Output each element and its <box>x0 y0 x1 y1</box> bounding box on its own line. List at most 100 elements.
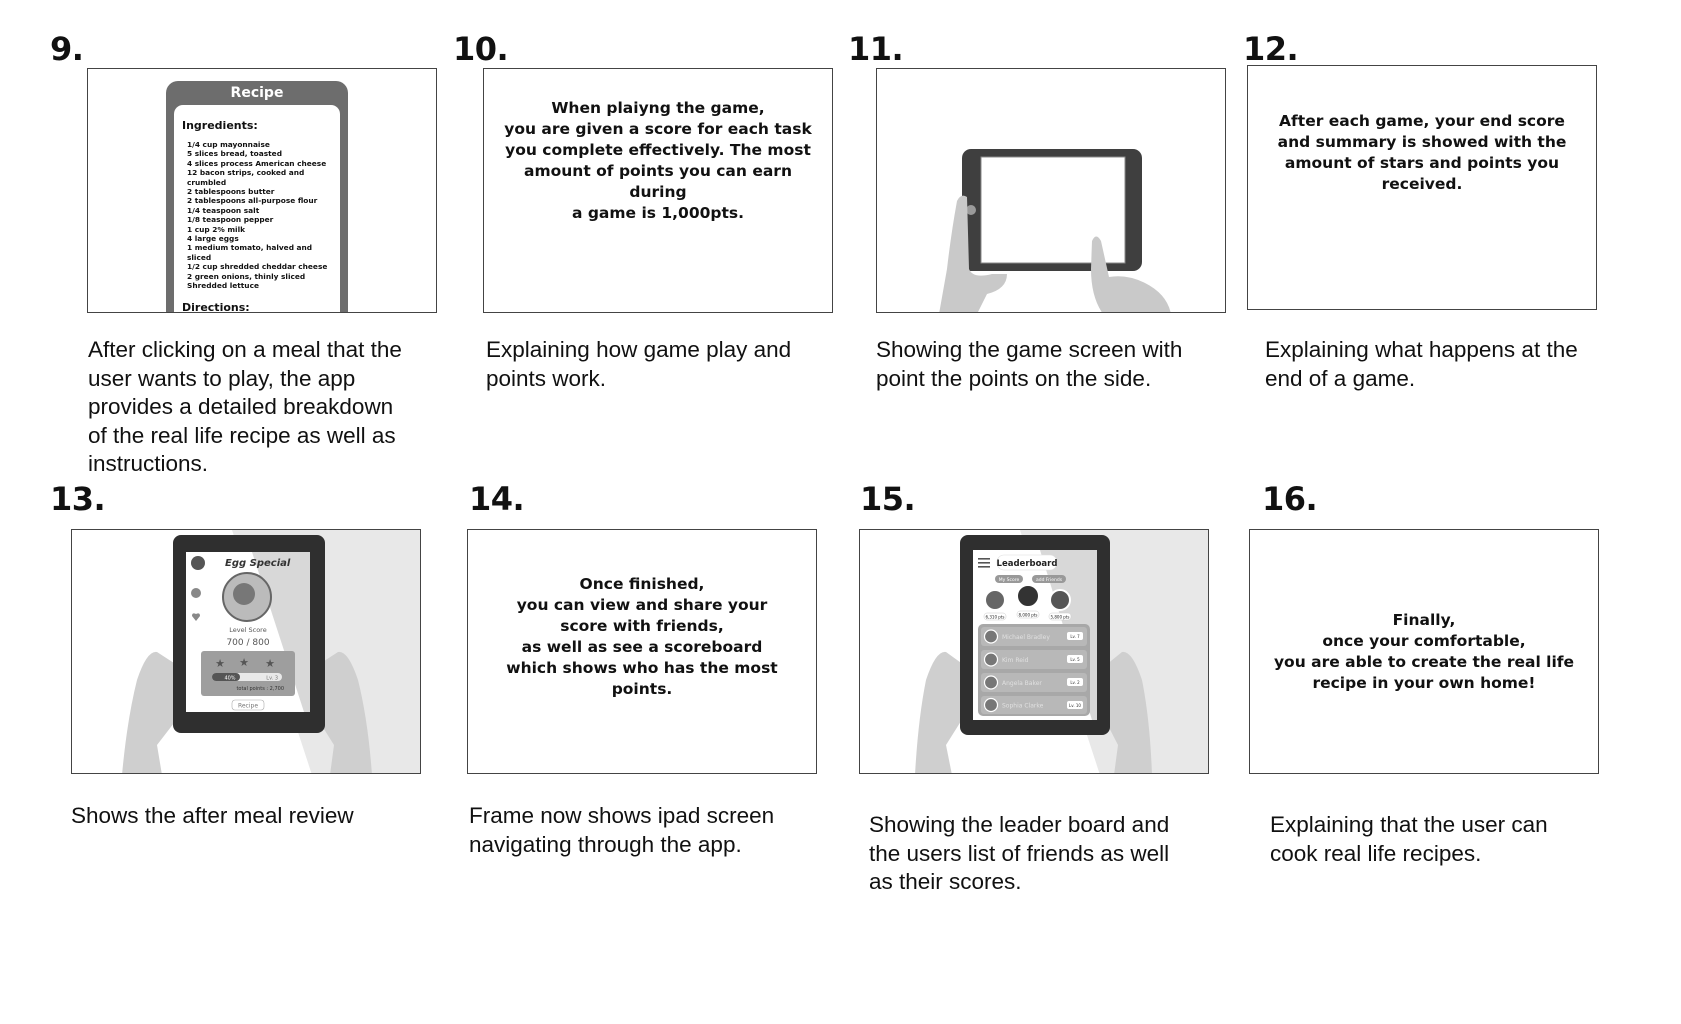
frame-text: When plaiyng the game, you are given a s… <box>504 98 812 222</box>
star-icon: ★ <box>215 657 225 670</box>
ingredient-item: 1/8 teaspoon pepper <box>187 215 274 225</box>
avatar <box>1016 584 1040 608</box>
ingredient-item: 2 green onions, thinly sliced <box>187 271 306 281</box>
total-points: total points : 2,700 <box>236 686 284 692</box>
storyboard-frame-tablet <box>876 68 1226 313</box>
panel-caption: Explaining what happens at the end of a … <box>1265 337 1578 391</box>
storyboard-frame-text: When plaiyng the game, you are given a s… <box>483 68 833 313</box>
menu-icon <box>978 558 990 560</box>
star-icon: ★ <box>265 657 275 670</box>
ingredient-item: 4 large eggs <box>187 234 239 244</box>
ingredient-item: 1/4 cup mayonnaise <box>187 140 270 149</box>
progress-fill <box>212 673 240 681</box>
panel-number: 14. <box>469 480 525 518</box>
leaderboard-title: Leaderboard <box>997 559 1058 569</box>
frame-text: Finally, once your comfortable, you are … <box>1273 610 1575 692</box>
ingredients-heading: Ingredients: <box>182 119 258 132</box>
tab-add-friends-label: add Friends <box>1036 577 1063 583</box>
ingredient-item: 2 tablespoons butter <box>187 187 275 197</box>
recipe-phone: Recipe Ingredients: 1/4 cup mayonnaise 5… <box>166 81 348 313</box>
tab-add-friends[interactable] <box>1032 575 1066 583</box>
friend-level: Lv. 7 <box>1070 634 1080 639</box>
panel-number: 13. <box>50 480 106 518</box>
ingredient-item: 4 slices process American cheese <box>187 158 327 168</box>
list-item[interactable]: Angela Baker Lv. 2 <box>981 673 1087 692</box>
friend-name: Michael Bradley <box>1002 634 1050 641</box>
storyboard-frame-text: After each game, your end score and summ… <box>1247 65 1597 310</box>
panel-caption: Showing the leader board and the users l… <box>869 812 1170 894</box>
heart-icon <box>192 613 200 621</box>
star-icon: ★ <box>239 656 249 669</box>
level-score-label: Level Score <box>229 626 266 634</box>
list-item[interactable]: Michael Bradley Lv. 7 <box>981 627 1087 646</box>
friend-level: Lv. 2 <box>1070 680 1080 685</box>
level-score-value: 700 / 800 <box>226 638 269 648</box>
meal-review-illustration: Egg Special Level Score 700 / 800 ★ ★ ★ … <box>122 530 420 773</box>
recipe-panel: Ingredients: 1/4 cup mayonnaise 5 slices… <box>174 105 340 313</box>
directions-heading: Directions: <box>182 300 250 313</box>
panel-number: 16. <box>1262 480 1318 518</box>
storyboard-frame-text: Finally, once your comfortable, you are … <box>1249 529 1599 774</box>
friend-level: Lv. 10 <box>1069 703 1081 708</box>
top-score: 6,310 pts <box>986 615 1005 620</box>
left-hand-icon <box>939 195 1007 312</box>
friend-name: Kim Reid <box>1002 657 1029 664</box>
score-badge <box>1048 612 1072 621</box>
ingredients-list: 1/4 cup mayonnaise 5 slices bread, toast… <box>182 140 330 291</box>
ingredient-item: 12 bacon strips, cooked and crumbled <box>187 168 305 187</box>
storyboard-frame-text: Once finished, you can view and share yo… <box>467 529 817 774</box>
friends-list <box>978 624 1090 716</box>
storyboard-frame-leaderboard: Leaderboard My Score add Friends 6,310 p… <box>859 529 1209 774</box>
panel-caption: Shows the after meal review <box>71 803 354 828</box>
recipe-button-label: Recipe <box>238 703 258 710</box>
progress-label: 40% <box>224 676 235 682</box>
title-pill <box>996 554 1058 571</box>
tablet-screen <box>980 156 1126 264</box>
frame-text: After each game, your end score and summ… <box>1277 111 1567 193</box>
avatar <box>984 589 1006 611</box>
level-label: Lv. 3 <box>266 676 278 682</box>
panel-caption: Explaining that the user can cook real l… <box>1270 812 1548 866</box>
panel-caption: Showing the game screen with point the p… <box>876 337 1183 391</box>
list-item[interactable]: Kim Reid Lv. 5 <box>981 650 1087 669</box>
share-icon <box>191 588 201 598</box>
menu-icon <box>191 556 205 570</box>
left-hand-icon <box>122 651 184 773</box>
avatar <box>983 629 999 644</box>
panel-number: 9. <box>50 30 84 68</box>
friend-name: Sophia Clarke <box>1002 703 1044 710</box>
panel-number: 10. <box>453 30 509 68</box>
score-badge <box>1016 610 1040 619</box>
top-score: 5,800 pts <box>1051 615 1070 620</box>
ingredient-item: 1/4 teaspoon salt <box>187 205 260 215</box>
top-score: 8,000 pts <box>1019 613 1038 618</box>
recipe-button[interactable] <box>231 699 265 711</box>
panel-number: 15. <box>860 480 916 518</box>
avatar <box>983 652 999 667</box>
ingredient-item: 5 slices bread, toasted <box>187 149 282 159</box>
menu-icon-bar <box>978 562 990 564</box>
list-item[interactable]: Sophia Clarke Lv. 10 <box>981 696 1087 714</box>
right-hand-icon <box>1100 651 1152 773</box>
friend-level: Lv. 5 <box>1070 657 1080 662</box>
leaderboard-illustration: Leaderboard My Score add Friends 6,310 p… <box>915 530 1208 773</box>
panel-number: 11. <box>848 30 904 68</box>
right-hand-icon <box>312 651 372 773</box>
game-title: Egg Special <box>225 558 291 569</box>
tab-my-score[interactable] <box>995 575 1023 583</box>
left-hand-icon <box>915 651 968 773</box>
frame-text: Once finished, you can view and share yo… <box>506 574 778 698</box>
pointing-hand-icon <box>1091 236 1171 312</box>
ingredient-item: 1/2 cup shredded cheddar cheese <box>187 262 328 272</box>
recipe-title: Recipe <box>230 85 284 101</box>
ingredient-item: 2 tablespoons all-purpose flour <box>187 196 318 206</box>
tablet-hand-illustration <box>939 149 1171 312</box>
storyboard-frame-review: Egg Special Level Score 700 / 800 ★ ★ ★ … <box>71 529 421 774</box>
avatar <box>983 697 999 713</box>
panel-caption: Explaining how game play and points work… <box>486 337 792 391</box>
panel-number: 12. <box>1243 30 1299 68</box>
meal-image-detail <box>233 583 255 605</box>
ingredient-item: Shredded lettuce <box>187 281 259 291</box>
home-button-icon <box>966 205 976 215</box>
tab-my-score-label: My Score <box>999 577 1020 583</box>
